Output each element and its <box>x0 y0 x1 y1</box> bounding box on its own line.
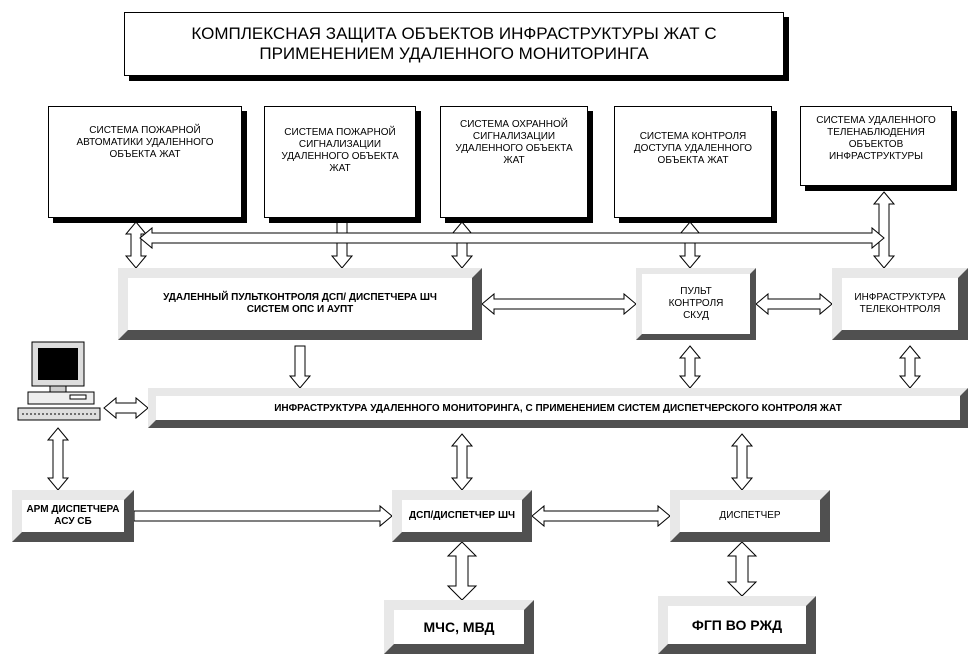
arrow-dispatcher-fgp <box>726 541 758 597</box>
skud-line: КОНТРОЛЯ <box>668 298 724 309</box>
arrow-telecontrol-bar <box>898 345 922 389</box>
access-control-system-box: СИСТЕМА КОНТРОЛЯ ДОСТУПА УДАЛЕННОГО ОБЪЕ… <box>614 106 772 218</box>
arrow-video-surveillance <box>872 191 896 269</box>
arm-line: АСУ СБ <box>54 516 92 527</box>
remote-panel-line: УДАЛЕННЫЙ ПУЛЬТКОНТРОЛЯ ДСП/ ДИСПЕТЧЕРА … <box>163 292 437 303</box>
system-line: УДАЛЕННОГО ОБЪЕКТА <box>455 143 573 154</box>
telecontrol-line: ТЕЛЕКОНТРОЛЯ <box>859 304 941 315</box>
dsp-label: ДСП/ДИСПЕТЧЕР ШЧ <box>408 510 516 521</box>
system-line: СИСТЕМА ПОЖАРНОЙ <box>89 125 201 136</box>
title-line-2: ПРИМЕНЕНИЕМ УДАЛЕННОГО МОНИТОРИНГА <box>259 44 649 63</box>
monitoring-bar-label: ИНФРАСТРУКТУРА УДАЛЕННОГО МОНИТОРИНГА, С… <box>274 402 842 414</box>
dsp-dispatcher-box: ДСП/ДИСПЕТЧЕР ШЧ <box>392 490 532 542</box>
fgp-label: ФГП ВО РЖД <box>691 617 783 633</box>
security-alarm-system-box: СИСТЕМА ОХРАННОЙ СИГНАЛИЗАЦИИ УДАЛЕННОГО… <box>440 106 588 218</box>
system-line: СИСТЕМА КОНТРОЛЯ <box>639 131 747 142</box>
arrow-fire-alarm <box>330 221 354 269</box>
system-line: ОБЪЕКТА ЖАТ <box>657 155 729 166</box>
arrow-arm-dsp <box>133 504 393 528</box>
fire-alarm-system-box: СИСТЕМА ПОЖАРНОЙ СИГНАЛИЗАЦИИ УДАЛЕННОГО… <box>264 106 416 218</box>
arrow-access-control <box>678 221 702 269</box>
system-line: ЖАТ <box>503 155 525 166</box>
fire-automation-system-box: СИСТЕМА ПОЖАРНОЙ АВТОМАТИКИ УДАЛЕННОГО О… <box>48 106 242 218</box>
system-line: СИСТЕМА ПОЖАРНОЙ <box>284 127 396 138</box>
skud-line: ПУЛЬТ <box>680 286 712 297</box>
system-line: АВТОМАТИКИ УДАЛЕННОГО <box>76 137 214 148</box>
mchs-label: МЧС, МВД <box>423 619 495 635</box>
system-line: УДАЛЕННОГО ОБЪЕКТА <box>281 151 399 162</box>
skud-line: СКУД <box>683 310 709 321</box>
system-line: СИСТЕМА УДАЛЕННОГО <box>816 115 936 126</box>
arrow-fire-automation <box>124 221 148 269</box>
system-line: ДОСТУПА УДАЛЕННОГО <box>633 143 753 154</box>
arrow-panel-skud <box>481 292 637 316</box>
arrow-dsp-dispatcher <box>531 504 671 528</box>
arrow-computer-bar <box>103 396 149 420</box>
arm-line: АРМ ДИСПЕТЧЕРА <box>26 504 120 515</box>
system-line: ИНФРАСТРУКТУРЫ <box>828 151 924 162</box>
system-line: ОБЪЕКТОВ <box>848 139 904 150</box>
system-line: ЖАТ <box>329 163 351 174</box>
remote-panel-line: СИСТЕМ ОПС И АУПТ <box>246 304 354 315</box>
dispatcher-label: ДИСПЕТЧЕР <box>719 510 781 521</box>
fgp-vo-rzd-box: ФГП ВО РЖД <box>658 596 816 654</box>
system-line: СИГНАЛИЗАЦИИ <box>472 131 556 142</box>
arrow-top-bus <box>139 226 885 250</box>
arrow-computer-arm <box>46 427 70 491</box>
skud-panel-box: ПУЛЬТ КОНТРОЛЯ СКУД <box>636 268 756 340</box>
telecontrol-box: ИНФРАСТРУКТУРА ТЕЛЕКОНТРОЛЯ <box>832 268 968 340</box>
video-surveillance-system-box: СИСТЕМА УДАЛЕННОГО ТЕЛЕНАБЛЮДЕНИЯ ОБЪЕКТ… <box>800 106 952 186</box>
arrow-dsp-mchs <box>446 541 478 601</box>
arrow-bar-dispatcher <box>730 433 754 491</box>
arrow-bar-dsp <box>450 433 474 491</box>
dispatcher-box: ДИСПЕТЧЕР <box>670 490 830 542</box>
system-line: ОБЪЕКТА ЖАТ <box>109 149 181 160</box>
arrow-skud-telecontrol <box>755 292 833 316</box>
mchs-mvd-box: МЧС, МВД <box>384 600 534 654</box>
arm-dispatcher-box: АРМ ДИСПЕТЧЕРА АСУ СБ <box>12 490 134 542</box>
title-line-1: КОМПЛЕКСНАЯ ЗАЩИТА ОБЪЕКТОВ ИНФРАСТРУКТУ… <box>191 24 717 43</box>
diagram-title: КОМПЛЕКСНАЯ ЗАЩИТА ОБЪЕКТОВ ИНФРАСТРУКТУ… <box>124 12 784 76</box>
monitoring-infrastructure-bar: ИНФРАСТРУКТУРА УДАЛЕННОГО МОНИТОРИНГА, С… <box>148 388 968 428</box>
system-line: СИГНАЛИЗАЦИИ <box>298 139 382 150</box>
system-line: СИСТЕМА ОХРАННОЙ <box>460 119 568 130</box>
arrow-skud-bar <box>678 345 702 389</box>
remote-control-panel-box: УДАЛЕННЫЙ ПУЛЬТКОНТРОЛЯ ДСП/ ДИСПЕТЧЕРА … <box>118 268 482 340</box>
arrow-panel-to-bar <box>288 345 312 389</box>
telecontrol-line: ИНФРАСТРУКТУРА <box>854 292 946 303</box>
computer-icon <box>17 341 101 421</box>
system-line: ТЕЛЕНАБЛЮДЕНИЯ <box>827 127 925 138</box>
arrow-security-alarm <box>450 221 474 269</box>
